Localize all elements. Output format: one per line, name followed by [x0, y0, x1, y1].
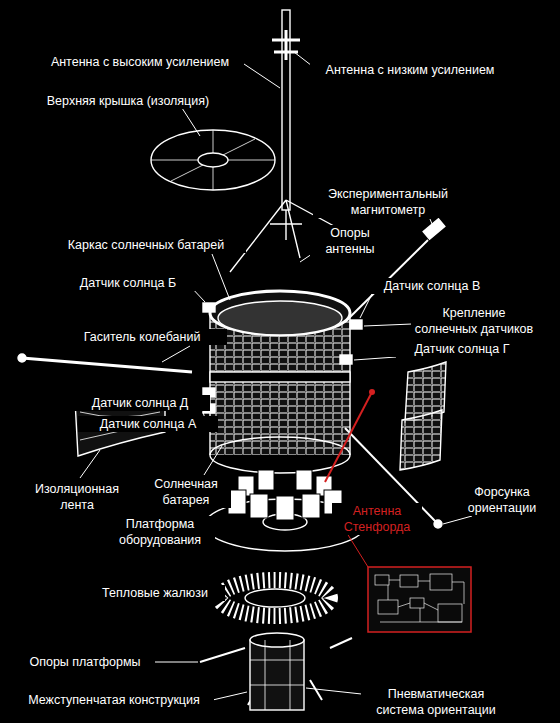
jet-nozzle	[434, 520, 442, 528]
thermal-louvers	[220, 580, 330, 616]
part-label: Датчик солнца Б	[53, 275, 203, 291]
cover-ribs	[151, 130, 275, 190]
part-label: Каркас солнечных батарей	[46, 237, 246, 253]
solar-frame	[210, 291, 350, 335]
part-label: Пневматическая система ориентации	[361, 686, 511, 718]
interstage-detail	[250, 640, 304, 710]
stanford-antenna-tip	[369, 389, 375, 395]
part-label: Датчик солнца Д	[70, 395, 210, 411]
sun-sensor	[340, 355, 352, 364]
part-label: Опоры антенны	[310, 225, 390, 257]
stanford-antenna	[325, 392, 372, 482]
part-label: Тепловые жалюзи	[85, 585, 225, 601]
sensor-band	[210, 372, 350, 382]
solar-frame-inner	[218, 301, 342, 335]
part-label: Межступенчатая конструкция	[14, 692, 214, 708]
leader-lines	[80, 52, 472, 702]
damper	[22, 358, 192, 372]
part-label: Датчик солнца В	[357, 278, 507, 294]
part-label: Датчик солнца А	[78, 416, 218, 432]
louver-hub	[245, 589, 305, 607]
magnetometer	[423, 219, 445, 240]
part-label: Крепление солнечных датчиков	[411, 305, 537, 337]
damper-weight	[18, 354, 26, 362]
part-label: Антенна с низким усилением	[310, 62, 510, 78]
inset-pointer	[345, 530, 368, 567]
part-label: Гаситель колебаний	[57, 329, 227, 345]
low-gain-antenna	[272, 30, 300, 60]
top-cover	[151, 130, 275, 190]
interstage	[250, 640, 304, 710]
part-label: Платформа оборудования	[105, 516, 215, 548]
highlight-label: Антенна Стенфорда	[332, 503, 422, 535]
schematic-lines	[375, 574, 464, 622]
part-label: Форсунка ориентации	[447, 484, 557, 516]
sun-sensor	[203, 303, 215, 312]
part-label: Экспериментальный магнитометр	[313, 186, 463, 218]
sun-sensor	[350, 320, 362, 329]
part-label: Датчик солнца Г	[387, 341, 537, 357]
equipment-boxes	[228, 470, 342, 520]
inset-schematic	[368, 567, 471, 632]
part-label: Опоры платформы	[15, 654, 155, 670]
part-label: Солнечная батарея	[141, 476, 231, 508]
interstage-top	[250, 633, 304, 647]
cylinder-bottom	[210, 437, 350, 473]
part-label: Антенна с высоким усилением	[40, 54, 240, 70]
part-label: Изоляционная лента	[22, 481, 132, 513]
part-label: Верхняя крышка (изоляция)	[18, 93, 238, 109]
solar-panel	[400, 410, 442, 470]
